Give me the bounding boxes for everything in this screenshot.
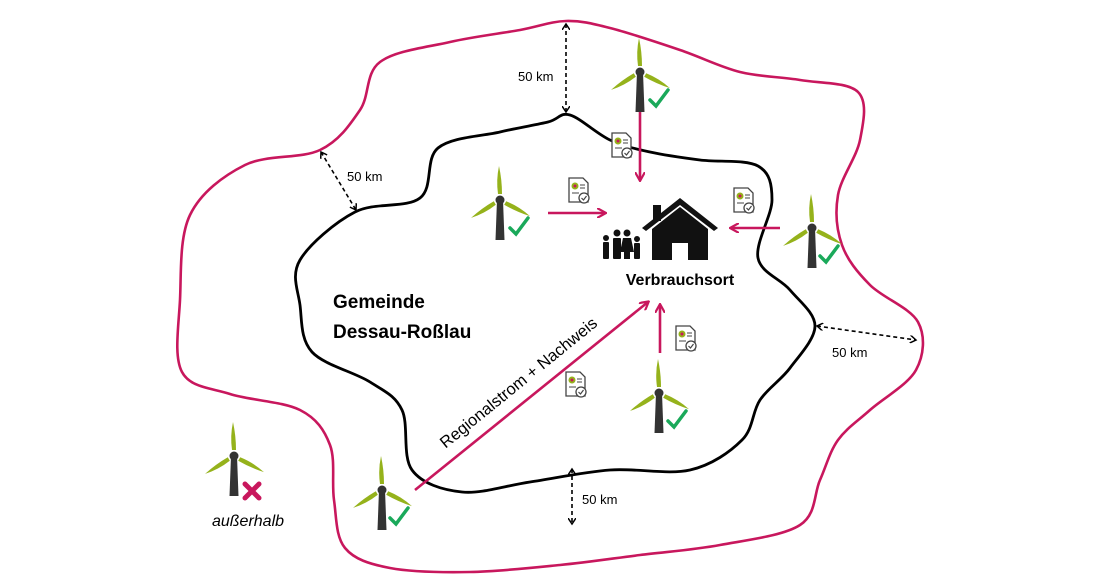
distance-label-bottom: 50 km (582, 492, 617, 507)
check-icon (508, 216, 530, 236)
cross-icon (242, 481, 262, 501)
wind-turbine-icon (628, 359, 690, 433)
region-name-line1: Gemeinde (333, 292, 425, 313)
certificate-icon (565, 371, 587, 398)
certificate-icon (733, 187, 755, 214)
certificate-icon (568, 177, 590, 204)
wind-turbine-icon (781, 194, 843, 268)
distance-arrow-left (321, 152, 356, 210)
certificate-icon (675, 325, 697, 352)
family-icon (603, 229, 640, 259)
check-icon (666, 409, 688, 429)
check-icon (818, 244, 840, 264)
house-icon (642, 198, 718, 260)
distance-label-top: 50 km (518, 69, 553, 84)
distance-markers (321, 24, 916, 524)
consumer-label: Verbrauchsort (626, 272, 735, 289)
certificate-icon (611, 132, 633, 159)
region-name-line2: Dessau-Roßlau (333, 322, 471, 343)
distance-label-right: 50 km (832, 345, 867, 360)
municipality-boundary (294, 112, 817, 494)
50km-boundary (175, 19, 925, 574)
outside-label: außerhalb (212, 513, 284, 530)
check-icon (648, 88, 670, 108)
flow-arrows (414, 110, 780, 492)
distance-arrow-right (817, 326, 916, 340)
check-icon (388, 506, 410, 526)
wind-turbine-icon (351, 456, 413, 530)
arrow-diagonal (414, 302, 648, 492)
distance-label-left: 50 km (347, 169, 382, 184)
